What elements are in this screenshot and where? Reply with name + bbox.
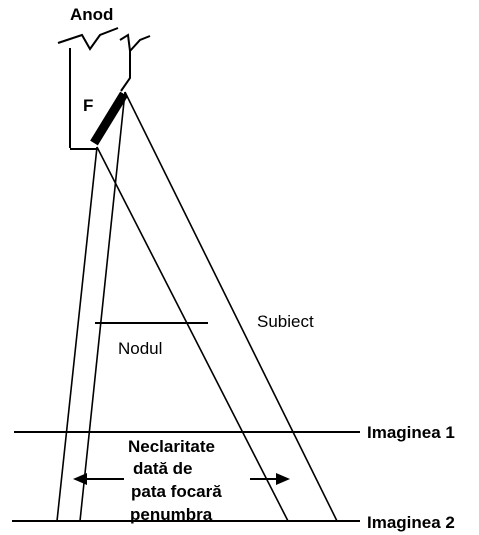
blur-caption: Neclaritate dată de pata focară penumbra <box>128 437 222 524</box>
subject-label: Subiect <box>257 312 314 331</box>
x-ray-beams <box>56 91 338 522</box>
right-arrow-head <box>276 473 290 485</box>
left-arrow-head <box>73 473 87 485</box>
ray-right-inner <box>96 146 289 522</box>
penumbra-arrows <box>73 473 290 485</box>
blur-caption-line-4: penumbra <box>130 505 213 524</box>
focal-spot-target <box>90 91 128 146</box>
ray-left-inner <box>79 91 126 522</box>
image-plane-2-label: Imaginea 2 <box>367 513 455 532</box>
blur-caption-line-1: Neclaritate <box>128 437 215 456</box>
focal-spot-label: F <box>83 96 93 115</box>
nodule-label: Nodul <box>118 339 162 358</box>
anode-label: Anod <box>70 5 113 24</box>
anode-housing <box>57 27 151 150</box>
blur-caption-line-3: pata focară <box>131 482 222 501</box>
anode-left-zigzag <box>57 27 119 51</box>
ray-right-outer <box>124 91 338 522</box>
ray-left-outer <box>56 146 98 522</box>
anode-right-wall <box>120 51 131 92</box>
image-plane-1-label: Imaginea 1 <box>367 423 455 442</box>
anode-right-zigzag <box>119 33 151 54</box>
blur-caption-line-2: dată de <box>133 459 193 478</box>
